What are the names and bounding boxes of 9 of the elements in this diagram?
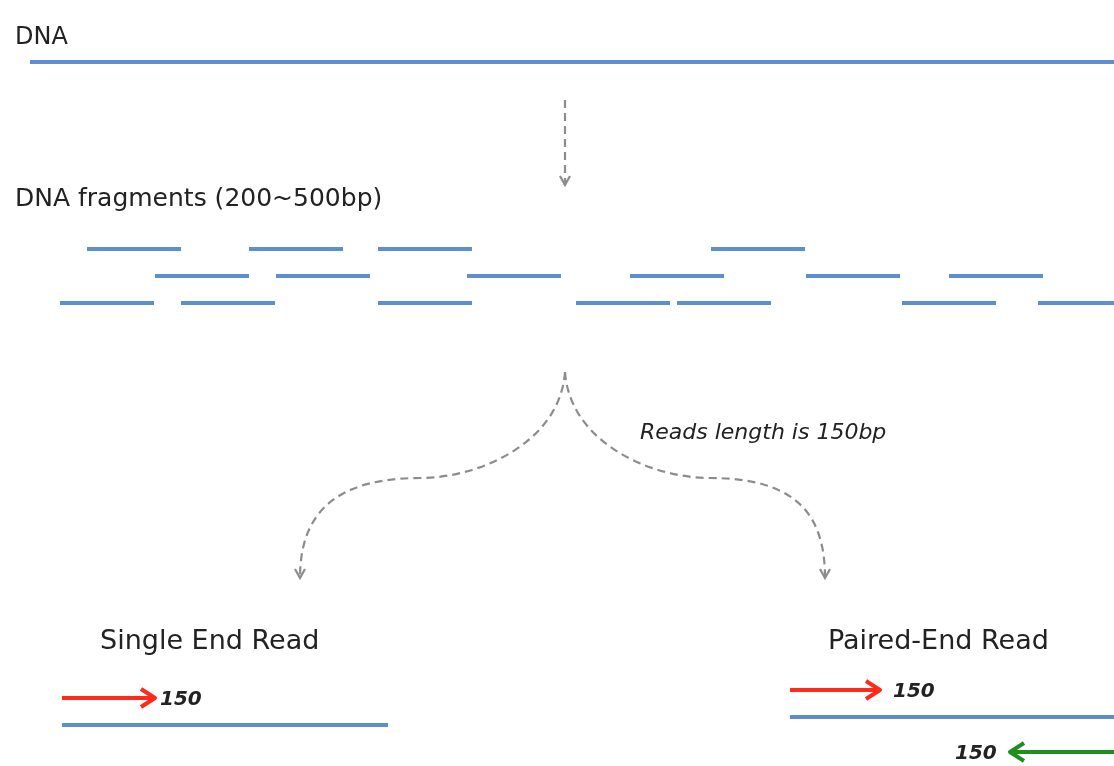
read-length-label: 150 [955, 740, 997, 764]
dashed-arrow [558, 100, 572, 187]
read-type-heading: Single End Read [100, 624, 320, 655]
dashed-arrow [563, 371, 831, 580]
read-length-label: 150 [893, 678, 935, 702]
read-length-label: 150 [160, 686, 202, 710]
section-heading: DNA fragments (200~500bp) [15, 183, 383, 212]
read-type-heading: Paired-End Read [828, 624, 1049, 655]
section-heading: DNA [15, 22, 68, 50]
